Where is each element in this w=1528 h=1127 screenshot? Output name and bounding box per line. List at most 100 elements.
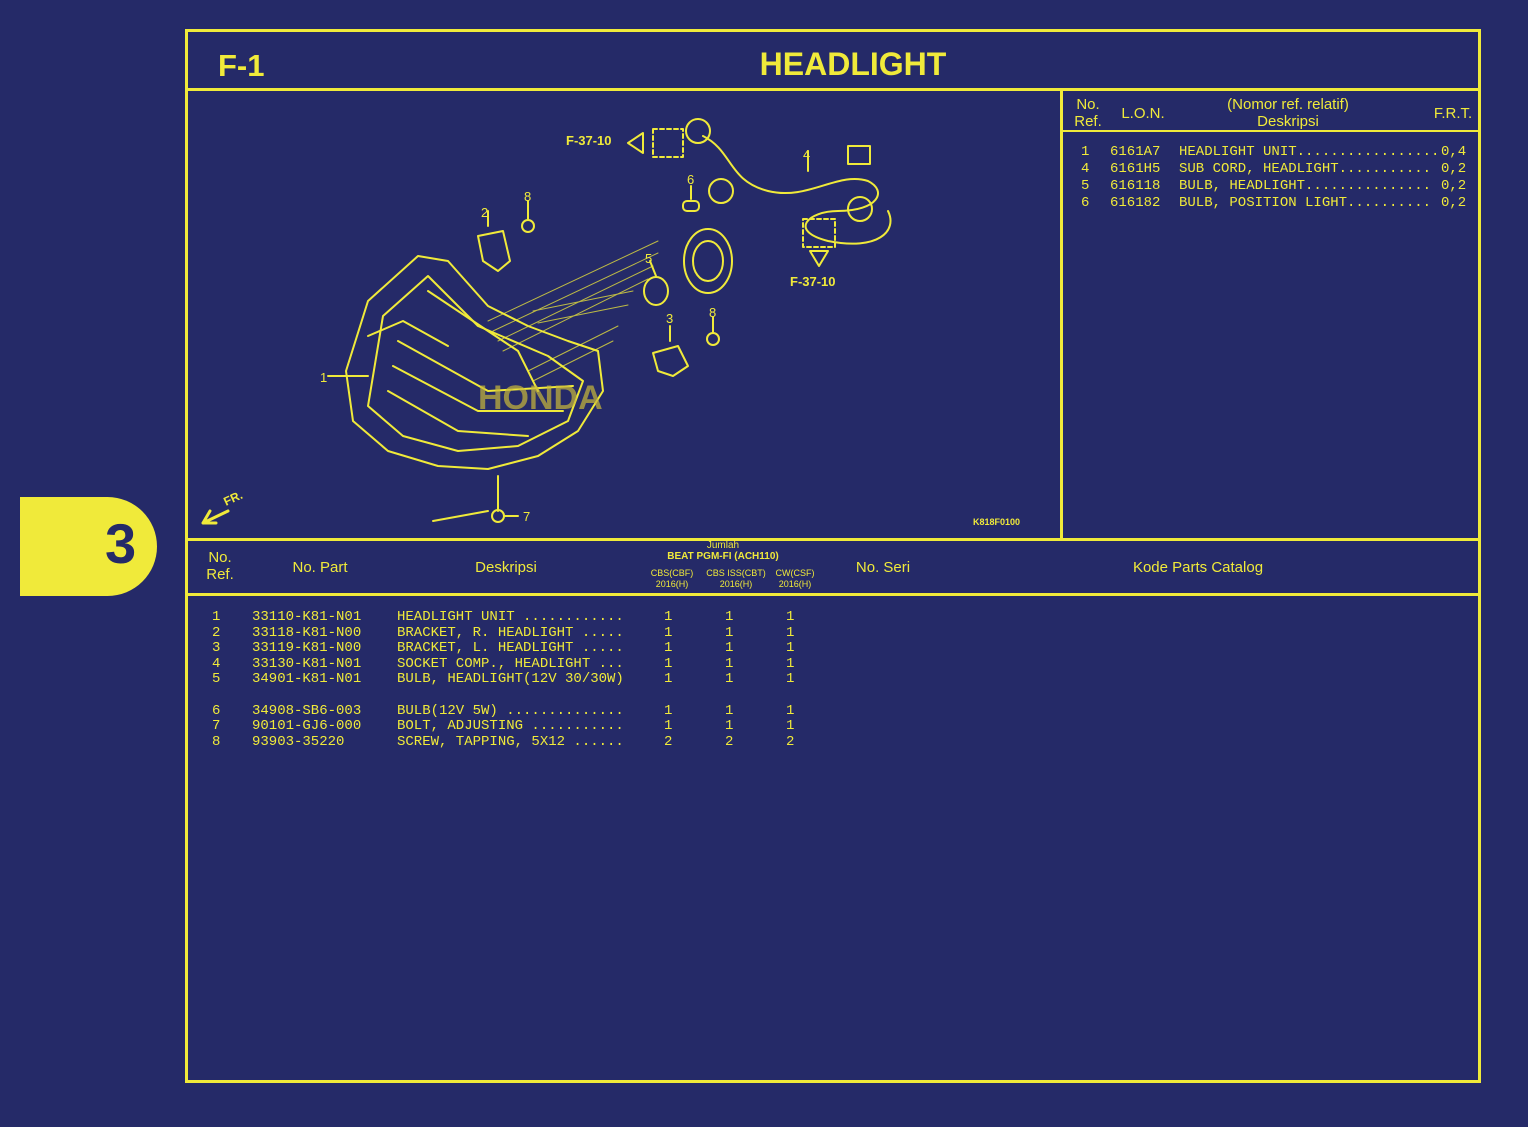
svg-text:6: 6	[687, 172, 694, 187]
parts-cell-q2: 2	[725, 733, 734, 750]
svg-text:5: 5	[645, 251, 652, 266]
svg-text:3: 3	[666, 311, 673, 326]
parts-cell-part: 34908-SB6-003	[252, 702, 362, 719]
parts-cell-q3: 1	[786, 609, 795, 625]
socket-comp	[683, 228, 733, 294]
brand-wing-hatch	[487, 240, 659, 382]
svg-text:2: 2	[481, 205, 488, 220]
frt-cell-frt: 0,2	[1441, 161, 1467, 177]
frt-cell-desc: SUB CORD, HEADLIGHT...........	[1179, 161, 1432, 177]
front-arrow-icon	[201, 509, 230, 525]
parts-cell-ref: 2	[212, 624, 221, 641]
sub-cord	[702, 135, 892, 245]
callout-ref-top: F-37-10	[566, 133, 612, 148]
frt-cell-lon: 616182	[1110, 195, 1161, 211]
frt-cell-frt: 0,4	[1441, 144, 1467, 160]
parts-cell-desc: BULB(12V 5W) ..............	[397, 702, 624, 719]
frt-cell-ref: 5	[1081, 178, 1090, 194]
svg-text:8: 8	[524, 189, 531, 204]
callout-ref-right: F-37-10	[790, 274, 836, 289]
parts-cell-q1: 1	[664, 624, 673, 641]
frt-cell-desc: BULB, POSITION LIGHT..........	[1179, 195, 1432, 211]
svg-text:7: 7	[523, 509, 530, 524]
position-bulb	[682, 200, 700, 212]
parts-cell-q1: 2	[664, 733, 673, 750]
page-title: HEADLIGHT	[759, 46, 947, 82]
parts-cell-q2: 1	[725, 702, 734, 719]
catalog-page: F-1 HEADLIGHT	[185, 29, 1481, 1083]
parts-cell-q1: 1	[664, 718, 673, 735]
parts-cell-q1: 1	[664, 702, 673, 719]
front-direction-label: FR.	[221, 488, 244, 509]
parts-cell-part: 33118-K81-N00	[252, 624, 362, 641]
frt-cell-lon: 6161H5	[1110, 161, 1161, 177]
parts-cell-q2: 1	[725, 671, 734, 688]
parts-cell-ref: 6	[212, 702, 221, 719]
parts-cell-desc: SCREW, TAPPING, 5X12 ......	[397, 733, 624, 750]
parts-header-variant-1: CBS(CBF) 2016(H)	[650, 568, 694, 589]
frt-header-lon: L.O.N.	[1121, 105, 1165, 122]
parts-cell-desc: BULB, HEADLIGHT(12V 30/30W)	[397, 671, 624, 688]
parts-cell-q3: 1	[786, 718, 795, 735]
parts-cell-desc: BOLT, ADJUSTING ...........	[397, 718, 624, 735]
parts-cell-ref: 1	[212, 609, 221, 625]
parts-header-catalog: Kode Parts Catalog	[1132, 559, 1264, 576]
parts-cell-part: 33130-K81-N01	[252, 655, 362, 672]
parts-cell-q1: 1	[664, 640, 673, 657]
parts-header-partno: No. Part	[292, 559, 348, 576]
frt-cell-lon: 616118	[1110, 178, 1161, 194]
svg-text:1: 1	[320, 370, 327, 385]
frt-cell-frt: 0,2	[1441, 195, 1467, 211]
bracket-r	[477, 230, 511, 272]
parts-cell-q1: 1	[664, 671, 673, 688]
frt-cell-frt: 0,2	[1441, 178, 1467, 194]
parts-header-divider	[188, 593, 1478, 596]
parts-cell-ref: 5	[212, 671, 221, 688]
parts-cell-part: 33110-K81-N01	[252, 609, 362, 625]
page-header: F-1 HEADLIGHT	[188, 32, 1478, 91]
section-divider	[188, 538, 1478, 541]
parts-cell-q3: 1	[786, 702, 795, 719]
exploded-diagram: 1 2 8 3 8	[188, 91, 1060, 539]
headlight-housing	[345, 255, 604, 470]
parts-cell-q3: 1	[786, 624, 795, 641]
parts-cell-q3: 1	[786, 640, 795, 657]
frt-cell-lon: 6161A7	[1110, 144, 1161, 160]
diagram-divider	[1060, 91, 1063, 540]
frt-cell-ref: 4	[1081, 161, 1090, 177]
parts-cell-desc: BRACKET, R. HEADLIGHT .....	[397, 624, 624, 641]
section-tab: 3	[20, 497, 157, 596]
frt-header-desc: (Nomor ref. relatif) Deskripsi	[1227, 96, 1349, 130]
parts-cell-q2: 1	[725, 718, 734, 735]
parts-cell-part: 93903-35220	[252, 733, 345, 750]
parts-header-qty: Jumlah BEAT PGM-FI (ACH110)	[667, 540, 779, 562]
parts-cell-part: 90101-GJ6-000	[252, 718, 362, 735]
frt-cell-desc: BULB, HEADLIGHT...............	[1179, 178, 1432, 194]
parts-cell-q2: 1	[725, 655, 734, 672]
parts-header-serial: No. Seri	[855, 559, 911, 576]
drawing-code: K818F0100	[973, 517, 1020, 527]
parts-cell-ref: 7	[212, 718, 221, 735]
bracket-l	[652, 345, 689, 377]
parts-cell-desc: SOCKET COMP., HEADLIGHT ...	[397, 655, 624, 672]
frt-cell-desc: HEADLIGHT UNIT.................	[1179, 144, 1440, 160]
frt-cell-ref: 6	[1081, 195, 1090, 211]
parts-cell-q3: 2	[786, 733, 795, 750]
frt-cell-ref: 1	[1081, 144, 1090, 160]
parts-cell-q1: 1	[664, 609, 673, 625]
parts-header-variant-2: CBS ISS(CBT) 2016(H)	[706, 568, 766, 589]
figure-code: F-1	[218, 48, 265, 83]
parts-cell-ref: 3	[212, 640, 221, 657]
frt-header-divider	[1063, 130, 1481, 132]
parts-header-ref: No. Ref.	[206, 549, 234, 583]
parts-cell-ref: 8	[212, 733, 221, 750]
parts-cell-q1: 1	[664, 655, 673, 672]
parts-cell-q2: 1	[725, 624, 734, 641]
parts-cell-desc: BRACKET, L. HEADLIGHT .....	[397, 640, 624, 657]
parts-cell-part: 33119-K81-N00	[252, 640, 362, 657]
parts-cell-q3: 1	[786, 655, 795, 672]
headlight-bulb	[643, 276, 669, 306]
parts-cell-q2: 1	[725, 640, 734, 657]
brand-watermark: HONDA	[478, 379, 603, 417]
parts-cell-q3: 1	[786, 671, 795, 688]
